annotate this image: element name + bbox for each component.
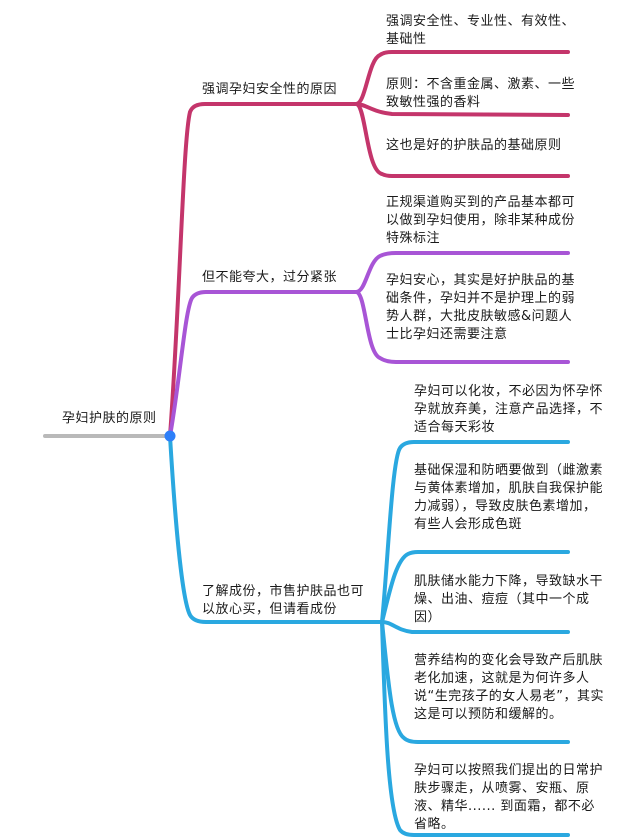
- leaf-topic[interactable]: 正规渠道购买到的产品基本都可以做到孕妇使用，除非某种成份特殊标注: [386, 195, 576, 246]
- leaf-topic[interactable]: 强调安全性、专业性、有效性、基础性: [386, 14, 576, 47]
- branch-topic-know-ingredients[interactable]: 了解成份，市售护肤品也可以放心买，但请看成份: [202, 584, 365, 617]
- branch-1-connectors: [168, 50, 570, 438]
- leaf-topic[interactable]: 基础保湿和防晒要做到（雌激素与黄体素增加，肌肤自我保护能力减弱），导致皮肤色素增…: [414, 463, 604, 532]
- root-node-dot[interactable]: [164, 430, 176, 442]
- leaf-topic[interactable]: 孕妇可以化妆，不必因为怀孕怀孕就放弃美，注意产品选择，不适合每天彩妆: [414, 384, 604, 435]
- leaf-topic[interactable]: 孕妇可以按照我们提出的日常护肤步骤走，从喷雾、安瓶、原液、精华...... 到面…: [414, 763, 604, 832]
- leaf-topic[interactable]: 原则：不含重金属、激素、一些致敏性强的香料: [386, 77, 576, 110]
- leaf-topic[interactable]: 这也是好的护肤品的基础原则: [386, 138, 562, 153]
- branch-topic-no-exaggeration[interactable]: 但不能夸大，过分紧张: [202, 270, 338, 285]
- leaf-topic[interactable]: 营养结构的变化会导致产后肌肤老化加速，这就是为何许多人说“生完孩子的女人易老”，…: [414, 653, 604, 722]
- branch-topic-safety-reasons[interactable]: 强调孕妇安全性的原因: [202, 82, 338, 97]
- branch-3-connectors: [168, 434, 570, 837]
- root-topic[interactable]: 孕妇护肤的原则: [62, 411, 157, 426]
- leaf-topic[interactable]: 肌肤储水能力下降，导致缺水干燥、出油、痘痘（其中一个成因）: [414, 574, 604, 625]
- branch-2-connectors: [168, 251, 570, 438]
- leaf-topic[interactable]: 孕妇安心，其实是好护肤品的基础条件，孕妇并不是护理上的弱势人群，大批皮肤敏感&问…: [386, 273, 576, 342]
